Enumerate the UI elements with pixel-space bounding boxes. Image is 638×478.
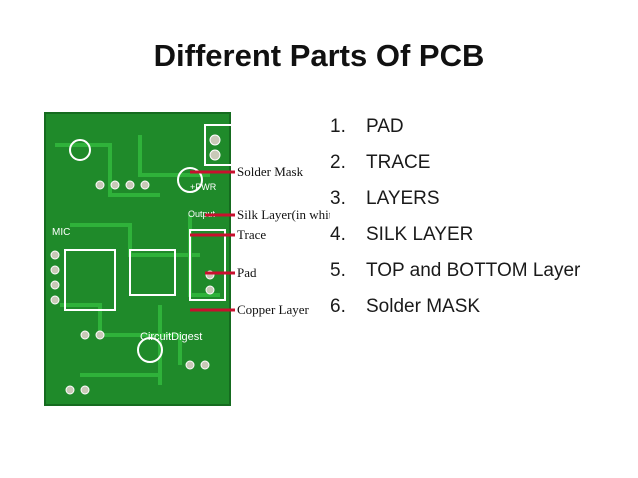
parts-list: 1.PAD 2.TRACE 3.LAYERS 4.SILK LAYER 5.TO… [330,115,630,331]
callout-silk-layer: Silk Layer(in white) [237,207,330,222]
list-item: 5.TOP and BOTTOM Layer [330,259,630,283]
pcb-image: MIC CircuitDigest Output +PWR Solder Mas… [40,105,330,410]
board-label-pwr: +PWR [190,182,217,192]
list-item: 4.SILK LAYER [330,223,630,247]
board-label-mic: MIC [52,227,70,238]
slide-title: Different Parts Of PCB [0,38,638,74]
list-item: 6.Solder MASK [330,295,630,319]
list-item: 1.PAD [330,115,630,139]
board-label-brand: CircuitDigest [140,331,202,343]
callout-solder-mask: Solder Mask [237,164,304,179]
list-item: 2.TRACE [330,151,630,175]
callout-copper-layer: Copper Layer [237,302,310,317]
list-item: 3.LAYERS [330,187,630,211]
callout-trace: Trace [237,227,266,242]
callout-pad: Pad [237,265,257,280]
